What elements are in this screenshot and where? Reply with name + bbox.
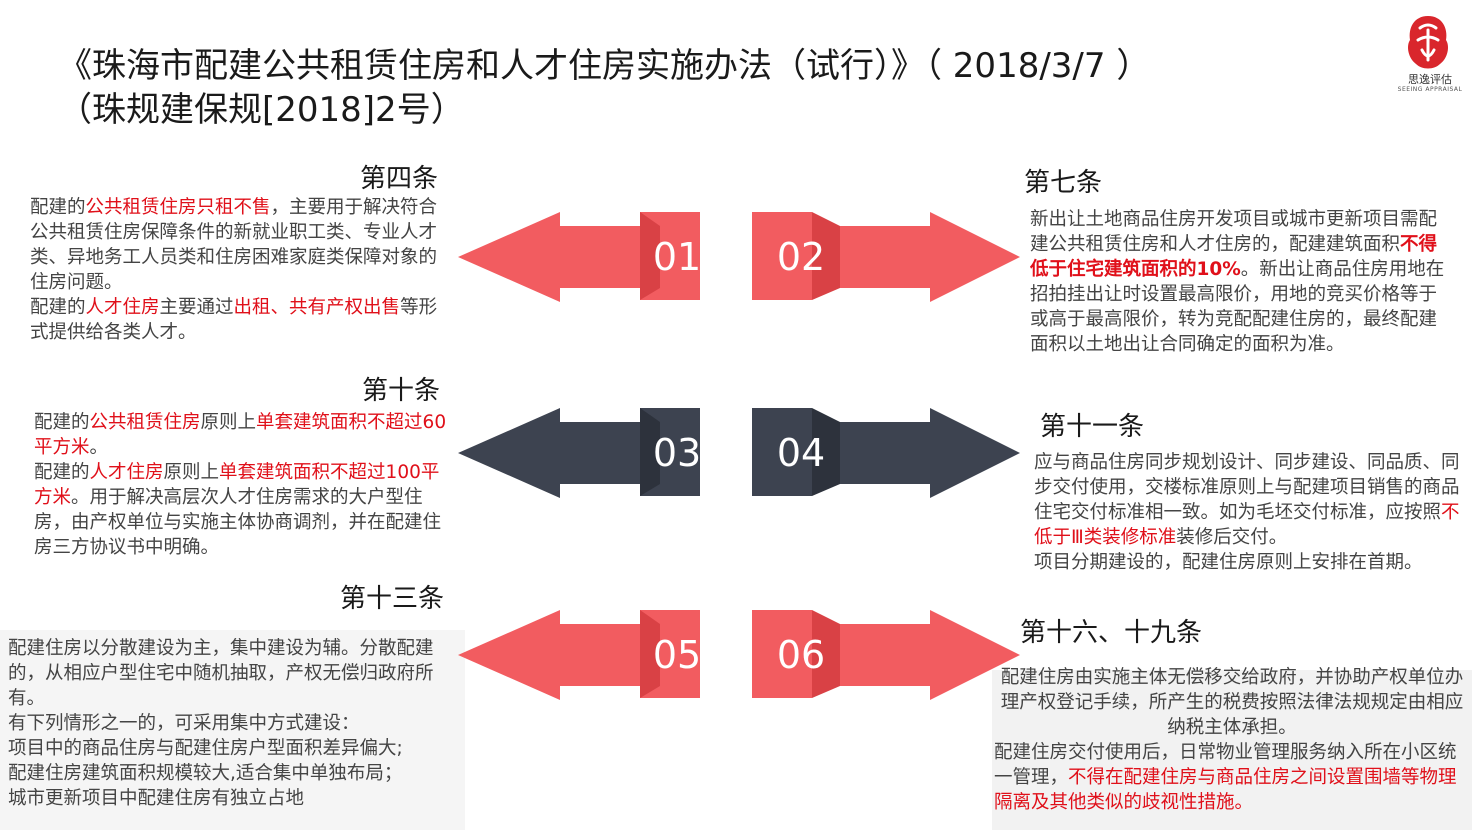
highlight: 不得低于住宅建筑面积的10% xyxy=(1030,234,1438,280)
text: 主要通过 xyxy=(159,297,234,318)
text: 配建住房由实施主体无偿移交给政府，并协助产权单位办理产权登记手续，所产生的税费按… xyxy=(1000,667,1464,738)
text: 原则上 xyxy=(200,412,257,433)
highlight: 人才住房 xyxy=(85,297,160,318)
arrow-number-05: 05 xyxy=(652,633,702,677)
title-line-1: 《珠海市配建公共租赁住房和人才住房实施办法（试行）》（ 2018/3/7 ） xyxy=(58,46,1151,86)
arrow-03 xyxy=(458,408,700,498)
highlight: 公共租赁住房只租不售 xyxy=(85,197,271,218)
text: 配建的 xyxy=(34,412,90,433)
heading-article-11: 第十一条 xyxy=(1040,412,1145,442)
text: 应与商品住房同步规划设计、同步建设、同品质、同步交付使用，交楼标准原则上与配建项… xyxy=(1034,452,1460,523)
text: 配建住房建筑面积规模较大,适合集中单独布局； xyxy=(8,763,403,784)
text: 配建住房交付使用后，日常物业管理服务纳入所在小区统一管理， xyxy=(994,742,1457,788)
seal-logo-icon xyxy=(1408,16,1448,69)
text: 新出让土地商品住房开发项目或城市更新项目需配建公共租赁住房和人才住房的，配建建筑… xyxy=(1030,209,1438,255)
text: ，主要用于解决符合公共租赁住房保障条件的新就业职工类、专业人才类、异地务工人员类… xyxy=(30,197,438,293)
highlight: 公共租赁住房 xyxy=(89,412,201,433)
text-article-11: 应与商品住房同步规划设计、同步建设、同品质、同步交付使用，交楼标准原则上与配建项… xyxy=(1034,450,1470,575)
arrow-number-06: 06 xyxy=(776,633,826,677)
highlight: 人才住房 xyxy=(89,462,164,483)
arrow-06 xyxy=(752,610,1020,700)
panel-background-right xyxy=(992,670,1472,830)
arrow-01 xyxy=(458,212,700,302)
text: 有下列情形之一的，可采用集中方式建设： xyxy=(8,713,360,734)
text-article-13: 配建住房以分散建设为主，集中建设为辅。分散配建的，从相应户型住宅中随机抽取，产权… xyxy=(8,636,466,811)
text-article-10: 配建的公共租赁住房原则上单套建筑面积不超过60平方米。 配建的人才住房原则上单套… xyxy=(34,410,448,560)
arrow-number-01: 01 xyxy=(652,235,702,279)
arrow-number-03: 03 xyxy=(652,431,702,475)
title-line-2: （珠规建保规[2018]2号） xyxy=(58,90,465,130)
heading-article-4: 第四条 xyxy=(360,164,439,194)
text: 等形式提供给各类人才。 xyxy=(30,297,438,343)
text: 原则上 xyxy=(163,462,220,483)
arrow-04 xyxy=(752,408,1020,498)
text-article-16-19: 配建住房由实施主体无偿移交给政府，并协助产权单位办理产权登记手续，所产生的税费按… xyxy=(994,665,1470,815)
text: 装修后交付。 xyxy=(1176,527,1288,548)
heading-article-16-19: 第十六、十九条 xyxy=(1020,618,1203,648)
text: 。 xyxy=(89,437,109,458)
logo-subtext: SEEING APPRAISAL xyxy=(1397,86,1463,93)
arrow-number-04: 04 xyxy=(776,431,826,475)
text: 。新出让商品住房用地在招拍挂出让时设置最高限价，用地的竞买价格等于或高于最高限价… xyxy=(1030,259,1445,355)
text: 配建的 xyxy=(30,297,86,318)
highlight: 单套建筑面积不超过60平方米 xyxy=(34,412,447,458)
text: 项目中的商品住房与配建住房户型面积差异偏大; xyxy=(8,738,403,759)
text: 。用于解决高层次人才住房需求的大户型住房，由产权单位与实施主体协商调剂，并在配建… xyxy=(34,487,442,558)
heading-article-7: 第七条 xyxy=(1024,168,1103,198)
text: 配建住房以分散建设为主，集中建设为辅。分散配建的，从相应户型住宅中随机抽取，产权… xyxy=(8,638,434,709)
text: 配建的 xyxy=(34,462,90,483)
highlight: 出租、共有产权出售 xyxy=(233,297,401,318)
logo-text: 思逸评估 xyxy=(1408,73,1452,86)
heading-article-13: 第十三条 xyxy=(340,584,445,614)
panel-background-left xyxy=(0,630,465,830)
page-title: 《珠海市配建公共租赁住房和人才住房实施办法（试行）》（ 2018/3/7 ） （… xyxy=(58,44,1358,132)
highlight: 不低于Ⅲ类装修标准 xyxy=(1034,502,1460,548)
text: 城市更新项目中配建住房有独立占地 xyxy=(8,788,305,809)
heading-article-10: 第十条 xyxy=(362,376,441,406)
text: 配建的 xyxy=(30,197,86,218)
highlight: 不得在配建住房与商品住房之间设置围墙等物理隔离及其他类似的歧视性措施。 xyxy=(994,767,1457,813)
text-article-4: 配建的公共租赁住房只租不售，主要用于解决符合公共租赁住房保障条件的新就业职工类、… xyxy=(30,195,444,345)
arrow-02 xyxy=(752,212,1020,302)
text-article-7: 新出让土地商品住房开发项目或城市更新项目需配建公共租赁住房和人才住房的，配建建筑… xyxy=(1030,207,1452,357)
highlight: 单套建筑面积不超过100平方米 xyxy=(34,462,440,508)
arrow-number-02: 02 xyxy=(776,235,826,279)
arrow-05 xyxy=(458,610,700,700)
text: 项目分期建设的，配建住房原则上安排在首期。 xyxy=(1034,552,1423,573)
